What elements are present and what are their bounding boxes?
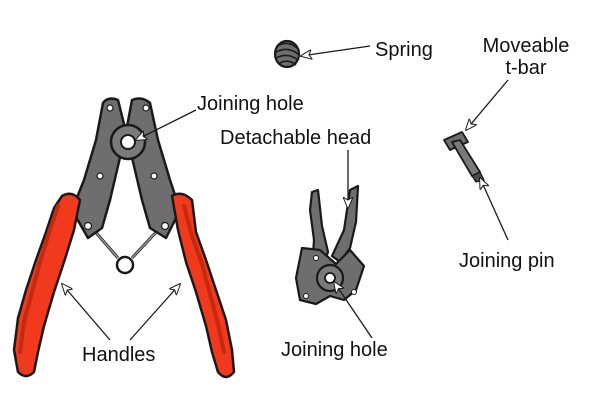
label-detachable-head: Detachable head [220, 127, 372, 149]
arrow-joining-hole-main [136, 109, 197, 140]
arrow-joining-pin [480, 178, 509, 241]
leader-arrows [62, 45, 509, 341]
arrow-spring [301, 45, 371, 56]
label-handles: Handles [82, 344, 156, 366]
plier-jaw-icon [294, 184, 366, 306]
arrow-moveable-tbar [466, 79, 509, 130]
label-joining-hole-head: Joining hole [281, 339, 388, 361]
label-joining-pin: Joining pin [459, 250, 555, 272]
tbar-pin-icon [443, 131, 485, 183]
arrow-handles-right [129, 284, 180, 341]
label-spring: Spring [375, 39, 433, 61]
coil-spring-icon [273, 39, 301, 69]
spring-loop-icon [90, 226, 162, 260]
left-red-handle [12, 192, 82, 378]
pliers-body-icon [12, 97, 236, 379]
left-metal-arm [70, 97, 128, 240]
pivot-hole-icon [120, 134, 136, 150]
arrow-handles-left [62, 284, 111, 341]
label-moveable-tbar-line2: t-bar [505, 57, 547, 79]
label-joining-hole-main: Joining hole [197, 93, 304, 115]
label-moveable-tbar-line1: Moveable [482, 35, 570, 57]
right-metal-arm [124, 97, 182, 240]
arrow-joining-hole-head [334, 282, 373, 339]
head-joining-hole-icon [324, 272, 336, 284]
label-moveable-tbar: Moveable t-bar [476, 35, 576, 79]
